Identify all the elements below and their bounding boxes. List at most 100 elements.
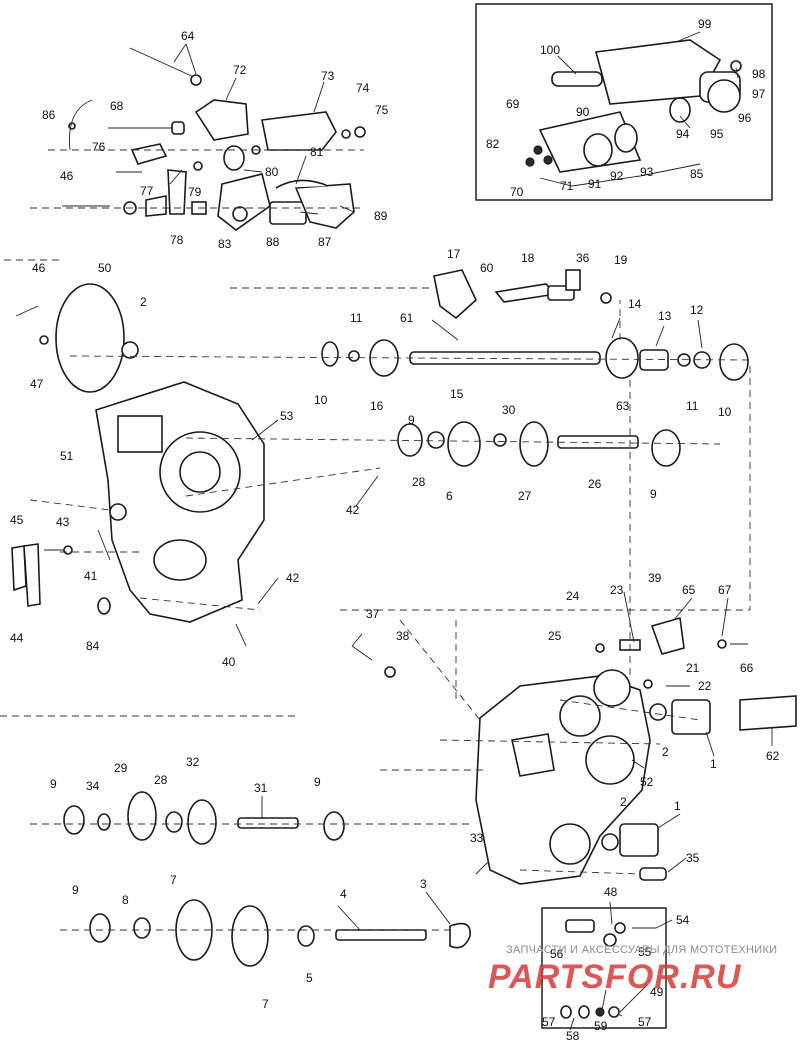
callout-9: 9 [650, 487, 657, 501]
middle-gear-assembly [397, 421, 681, 467]
left-cover-housing [11, 283, 265, 647]
callout-86: 86 [42, 108, 56, 122]
callout-9: 9 [50, 777, 57, 791]
callout-81: 81 [310, 145, 324, 159]
callout-65: 65 [682, 583, 696, 597]
callout-46: 46 [60, 169, 74, 183]
callout-62: 62 [766, 749, 780, 763]
callout-55: 55 [638, 945, 652, 959]
callout-87: 87 [318, 235, 332, 249]
watermark-caption: ЗАПЧАСТИ И АКСЕССУАРЫ ДЛЯ МОТОТЕХНИКИ [506, 944, 778, 956]
linkage-assembly [62, 47, 366, 231]
callout-10: 10 [314, 393, 328, 407]
callout-70: 70 [510, 185, 524, 199]
callout-2: 2 [620, 795, 627, 809]
inset-assembly [525, 39, 742, 187]
callout-50: 50 [98, 261, 112, 275]
callout-2: 2 [662, 745, 669, 759]
callout-57: 57 [542, 1015, 556, 1029]
callout-74: 74 [356, 81, 370, 95]
callout-95: 95 [710, 127, 724, 141]
callout-29: 29 [114, 761, 128, 775]
callout-91: 91 [588, 177, 602, 191]
callout-42: 42 [286, 571, 300, 585]
callout-32: 32 [186, 755, 200, 769]
callout-68: 68 [110, 99, 124, 113]
callout-61: 61 [400, 311, 414, 325]
lower-gear-assembly [63, 791, 471, 967]
callout-94: 94 [676, 127, 690, 141]
callout-11: 11 [686, 399, 699, 413]
callout-7: 7 [262, 997, 269, 1011]
callout-38: 38 [396, 629, 410, 643]
callout-12: 12 [690, 303, 704, 317]
right-case-housing [351, 616, 797, 885]
callout-17: 17 [447, 247, 461, 261]
callout-9: 9 [72, 883, 79, 897]
callout-93: 93 [640, 165, 654, 179]
callout-30: 30 [502, 403, 516, 417]
callout-90: 90 [576, 105, 590, 119]
callout-56: 56 [550, 947, 564, 961]
callout-64: 64 [181, 29, 195, 43]
callout-labels: 64 72 73 74 75 86 68 76 80 81 46 77 79 7… [10, 17, 780, 1042]
callout-72: 72 [233, 63, 247, 77]
leader-lines [169, 31, 773, 1031]
callout-75: 75 [375, 103, 389, 117]
small-inset-assembly [560, 919, 656, 1019]
callout-60: 60 [480, 261, 494, 275]
callout-9: 9 [314, 775, 321, 789]
callout-52: 52 [640, 775, 654, 789]
callout-10: 10 [718, 405, 732, 419]
callout-31: 31 [254, 781, 268, 795]
callout-96: 96 [738, 111, 752, 125]
callout-44: 44 [10, 631, 24, 645]
callout-27: 27 [518, 489, 532, 503]
callout-3: 3 [420, 877, 427, 891]
callout-13: 13 [658, 309, 672, 323]
small-inset-frame [541, 907, 667, 1029]
callout-80: 80 [265, 165, 279, 179]
inset-frame [475, 3, 773, 201]
callout-36: 36 [576, 251, 590, 265]
callout-43: 43 [56, 515, 70, 529]
callout-11: 11 [350, 311, 363, 325]
callout-100: 100 [540, 43, 560, 57]
callout-67: 67 [718, 583, 732, 597]
callout-53: 53 [280, 409, 294, 423]
callout-28: 28 [154, 773, 168, 787]
callout-19: 19 [614, 253, 628, 267]
callout-7: 7 [170, 873, 177, 887]
callout-14: 14 [628, 297, 642, 311]
callout-22: 22 [698, 679, 712, 693]
callout-28: 28 [412, 475, 426, 489]
callout-78: 78 [170, 233, 184, 247]
callout-92: 92 [610, 169, 624, 183]
callout-1: 1 [710, 757, 717, 771]
callout-77: 77 [140, 184, 154, 198]
callout-9: 9 [408, 413, 415, 427]
callout-1: 1 [674, 799, 681, 813]
callout-54: 54 [676, 913, 690, 927]
callout-88: 88 [266, 235, 280, 249]
callout-73: 73 [321, 69, 335, 83]
callout-71: 71 [560, 179, 574, 193]
callout-85: 85 [690, 167, 704, 181]
callout-63: 63 [616, 399, 630, 413]
callout-76: 76 [92, 140, 106, 154]
callout-79: 79 [188, 185, 202, 199]
assembly-lines [0, 149, 751, 931]
callout-82: 82 [486, 137, 500, 151]
callout-34: 34 [86, 779, 100, 793]
callout-18: 18 [521, 251, 535, 265]
callout-21: 21 [686, 661, 700, 675]
callout-40: 40 [222, 655, 236, 669]
callout-15: 15 [450, 387, 464, 401]
callout-97: 97 [752, 87, 766, 101]
upper-shaft-assembly [321, 269, 749, 381]
callout-83: 83 [218, 237, 232, 251]
callout-66: 66 [740, 661, 754, 675]
callout-24: 24 [566, 589, 580, 603]
callout-25: 25 [548, 629, 562, 643]
callout-33: 33 [470, 831, 484, 845]
